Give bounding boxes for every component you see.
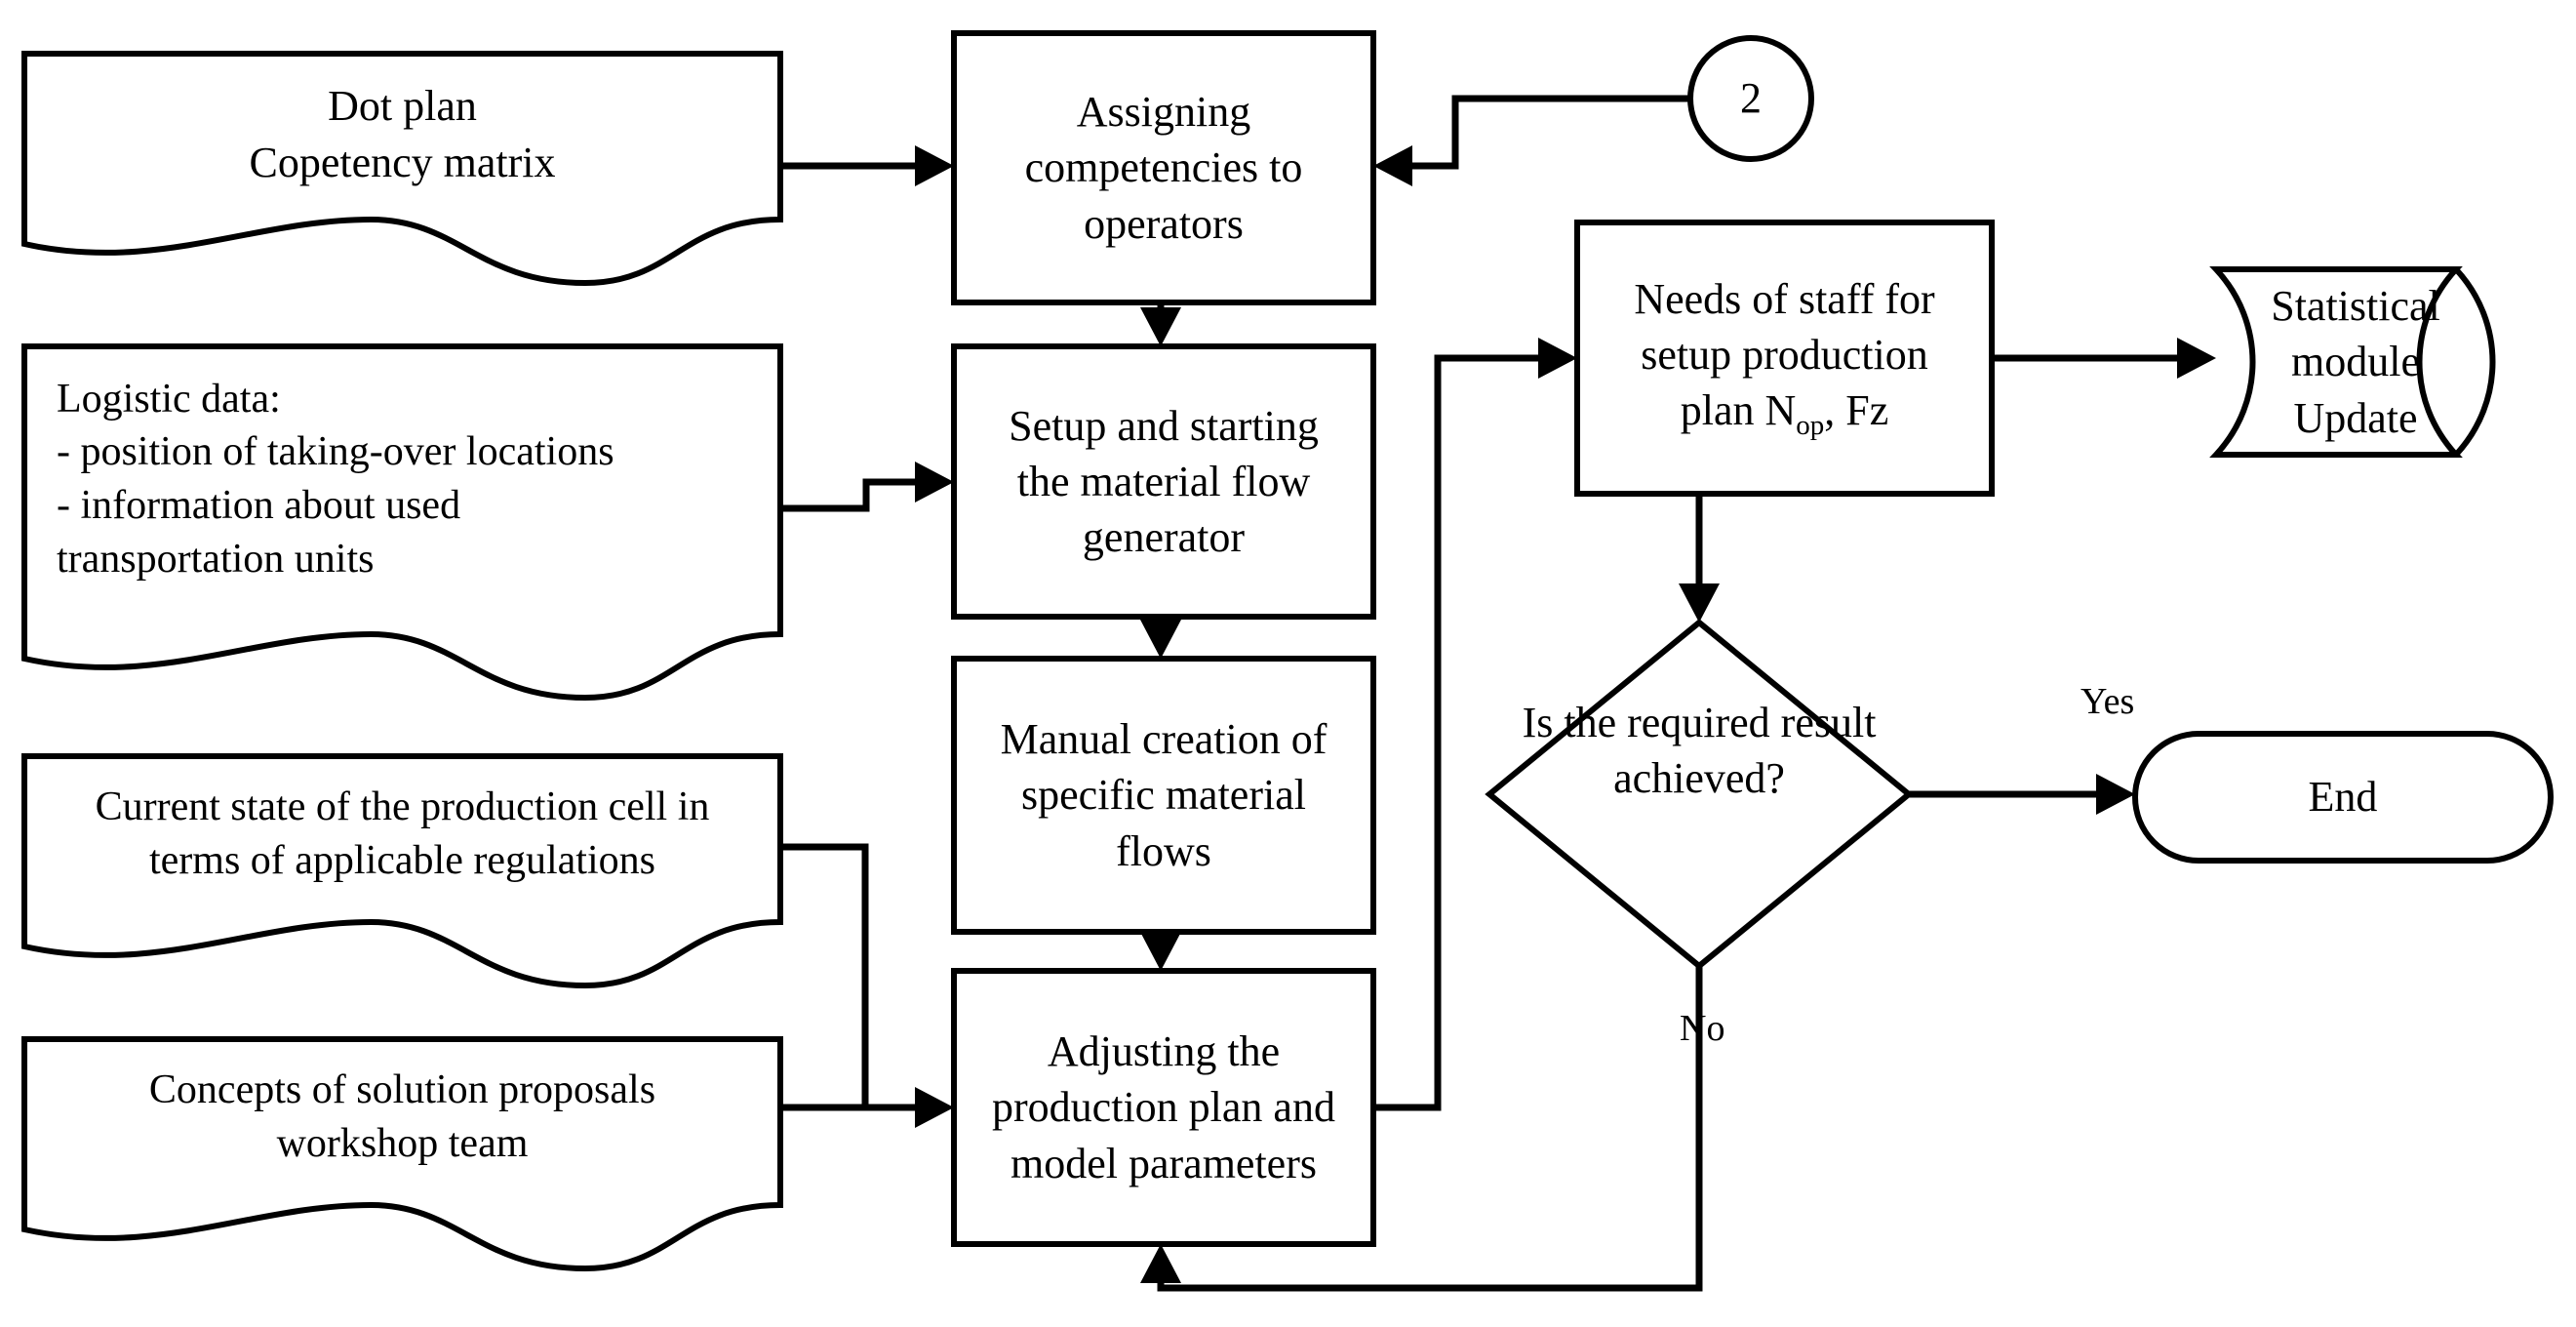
arrowhead-adjusting-to-needs: [1538, 338, 1577, 379]
shape-needs-of-staff[interactable]: [1574, 220, 1995, 497]
arrowhead-manual-to-adjusting: [1140, 932, 1181, 971]
edge-adjusting-to-needs: [1373, 354, 1558, 1111]
arrowhead-decision-to-end: [2096, 774, 2135, 815]
arrowhead-connector2-to-assigning: [1373, 145, 1412, 186]
arrowhead-dotplan-to-assigning: [915, 145, 954, 186]
arrowhead-assigning-to-setup: [1140, 307, 1181, 346]
shape-statistical-module[interactable]: [2209, 266, 2463, 458]
shape-statistical-module-endcap: [2453, 266, 2496, 458]
shape-decision[interactable]: [1485, 619, 1914, 970]
edge-logistic-to-setup: [780, 478, 934, 512]
arrowhead-needs-to-statistical: [2177, 338, 2216, 379]
arrowhead-decision-no-loop: [1140, 1244, 1181, 1283]
shape-setup-flow[interactable]: [951, 343, 1376, 620]
shape-adjusting[interactable]: [951, 968, 1376, 1247]
shape-connector-2[interactable]: [1687, 35, 1814, 162]
arrowhead-needs-to-decision: [1679, 583, 1720, 623]
edge-currentstate-to-junction: [780, 843, 869, 1107]
arrowhead-setup-to-manual: [1140, 620, 1181, 659]
edge-connector2-to-assigning: [1393, 95, 1690, 170]
shape-manual-creation[interactable]: [951, 656, 1376, 935]
shape-logistic-data[interactable]: [21, 343, 783, 702]
edge-label-yes: Yes: [2081, 681, 2135, 722]
arrowhead-concepts-to-adjusting: [915, 1087, 954, 1128]
arrowhead-logistic-to-setup: [915, 462, 954, 503]
shape-current-state[interactable]: [21, 753, 783, 989]
shape-assigning[interactable]: [951, 30, 1376, 305]
shape-concepts[interactable]: [21, 1036, 783, 1272]
shape-end[interactable]: [2132, 731, 2554, 864]
edge-label-no: No: [1680, 1008, 1725, 1049]
shape-dot-plan[interactable]: [21, 51, 783, 287]
